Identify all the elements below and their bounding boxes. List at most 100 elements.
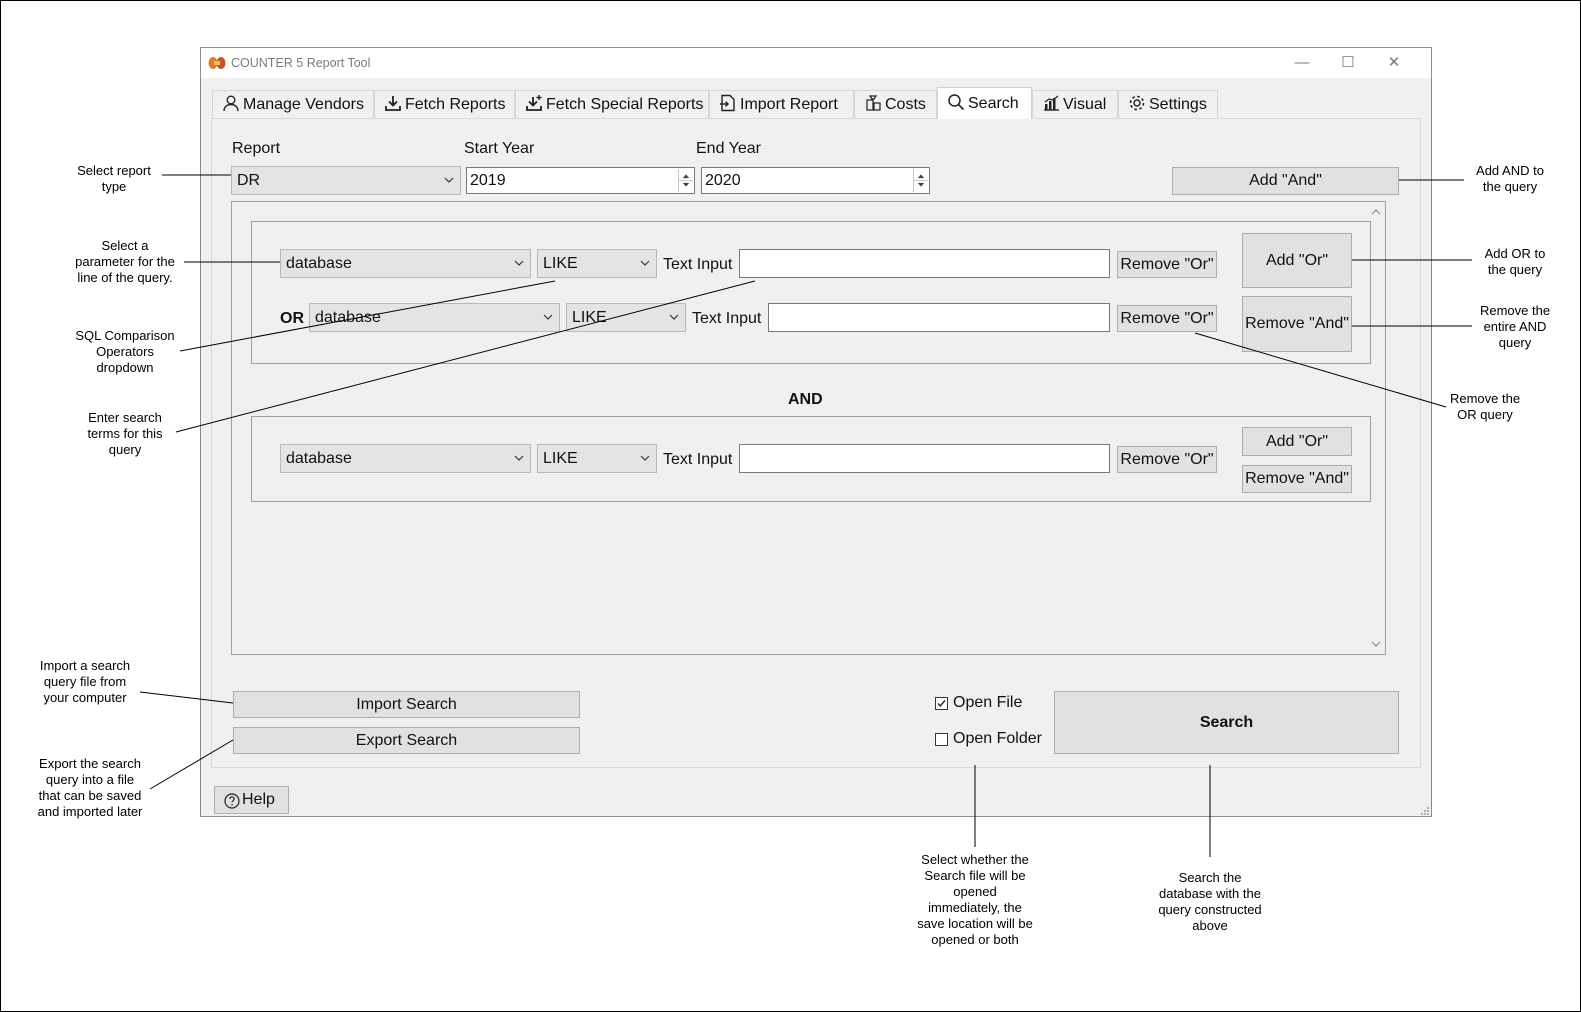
search-icon (948, 94, 965, 111)
tab-costs[interactable]: Costs (854, 90, 937, 118)
spin-arrows-icon[interactable] (913, 169, 928, 192)
annotation-remove-and: Remove the entire AND query (1479, 303, 1551, 350)
tab-label: Manage Vendors (243, 96, 364, 113)
import-search-button[interactable]: Import Search (233, 691, 580, 718)
scroll-down-icon[interactable] (1370, 639, 1382, 649)
open-file-checkbox[interactable] (935, 697, 948, 710)
operator-dropdown[interactable]: LIKE (537, 249, 657, 278)
tab-label: Costs (885, 96, 926, 113)
start-year-spinbox[interactable]: 2019 (466, 167, 695, 194)
operator-value: LIKE (572, 309, 607, 326)
parameter-dropdown[interactable]: database (309, 303, 560, 332)
operator-value: LIKE (543, 255, 578, 272)
annotation-remove-or: Remove the OR query (1449, 391, 1521, 422)
open-folder-checkbox[interactable] (935, 733, 948, 746)
download-icon (385, 96, 401, 111)
spin-arrows-icon[interactable] (678, 169, 693, 192)
tab-fetch-special-reports[interactable]: Fetch Special Reports (515, 90, 709, 118)
report-label: Report (232, 140, 281, 157)
import-file-icon (720, 94, 735, 112)
annotation-add-and: Add AND to the query (1476, 163, 1544, 194)
open-file-label[interactable]: Open File (953, 694, 1023, 711)
text-input-label: Text Input (663, 451, 733, 468)
add-and-button[interactable]: Add "And" (1172, 167, 1399, 195)
tab-import-report[interactable]: Import Report (709, 90, 854, 118)
annotation-select-parameter: Select a parameter for the line of the q… (75, 238, 175, 285)
tab-search[interactable]: Search (937, 87, 1032, 119)
remove-or-button[interactable]: Remove "Or" (1117, 446, 1217, 473)
search-button[interactable]: Search (1054, 691, 1399, 754)
help-button[interactable]: Help (214, 786, 289, 814)
tab-settings[interactable]: Settings (1118, 90, 1218, 118)
gear-icon (1129, 95, 1145, 111)
chevron-down-icon (543, 314, 553, 320)
checkmark-icon (937, 700, 946, 708)
chevron-down-icon (514, 260, 524, 266)
help-label: Help (242, 791, 275, 808)
search-term-input[interactable] (768, 303, 1110, 332)
remove-and-button[interactable]: Remove "And" (1242, 465, 1352, 493)
chevron-down-icon (669, 314, 679, 320)
parameter-dropdown[interactable]: database (280, 249, 531, 278)
annotation-import-search: Import a search query file from your com… (39, 658, 131, 705)
tab-label: Visual (1063, 96, 1107, 113)
annotation-add-or: Add OR to the query (1484, 246, 1546, 277)
add-or-button[interactable]: Add "Or" (1242, 233, 1352, 288)
scroll-up-icon[interactable] (1370, 207, 1382, 217)
annotation-select-report: Select report type (77, 163, 151, 194)
minimize-button[interactable]: — (1294, 54, 1310, 71)
end-year-label: End Year (696, 140, 761, 157)
operator-dropdown[interactable]: LIKE (537, 444, 657, 473)
download-special-icon (526, 95, 542, 111)
text-input-label: Text Input (692, 310, 762, 327)
annotation-export-search: Export the search query into a file that… (37, 756, 143, 819)
maximize-button[interactable]: ☐ (1341, 54, 1355, 71)
operator-value: LIKE (543, 450, 578, 467)
parameter-value: database (286, 255, 352, 272)
tab-fetch-reports[interactable]: Fetch Reports (374, 90, 515, 118)
or-label: OR (280, 310, 304, 327)
open-folder-label[interactable]: Open Folder (953, 730, 1042, 747)
remove-or-button[interactable]: Remove "Or" (1117, 251, 1217, 278)
chevron-down-icon (640, 455, 650, 461)
chevron-down-icon (640, 260, 650, 266)
annotation-open-options: Select whether the Search file will be o… (917, 852, 1033, 947)
start-year-label: Start Year (464, 140, 535, 157)
app-logo-icon (208, 57, 226, 69)
parameter-value: database (286, 450, 352, 467)
tab-label: Fetch Special Reports (546, 96, 704, 113)
help-icon (224, 793, 240, 809)
parameter-dropdown[interactable]: database (280, 444, 531, 473)
end-year-spinbox[interactable]: 2020 (701, 167, 930, 194)
tab-label: Import Report (740, 96, 838, 113)
report-type-dropdown[interactable]: DR (231, 166, 461, 195)
money-bag-icon (866, 95, 881, 111)
start-year-value: 2019 (470, 172, 506, 189)
annotation-enter-terms: Enter search terms for this query (87, 410, 163, 457)
tab-visual[interactable]: Visual (1032, 90, 1118, 118)
person-icon (223, 95, 239, 112)
close-button[interactable]: ✕ (1387, 54, 1401, 71)
add-or-button[interactable]: Add "Or" (1242, 427, 1352, 456)
text-input-label: Text Input (663, 256, 733, 273)
remove-and-button[interactable]: Remove "And" (1242, 296, 1352, 352)
annotation-search: Search the database with the query const… (1158, 870, 1262, 933)
chevron-down-icon (514, 455, 524, 461)
tab-label: Settings (1149, 96, 1207, 113)
search-term-input[interactable] (739, 249, 1110, 278)
chart-icon (1044, 95, 1059, 111)
tab-manage-vendors[interactable]: Manage Vendors (212, 90, 374, 118)
tab-label: Search (968, 95, 1019, 112)
search-term-input[interactable] (739, 444, 1110, 473)
tab-label: Fetch Reports (405, 96, 506, 113)
remove-or-button[interactable]: Remove "Or" (1117, 305, 1217, 332)
parameter-value: database (315, 309, 381, 326)
end-year-value: 2020 (705, 172, 741, 189)
and-separator-label: AND (788, 391, 823, 408)
annotation-sql-operators: SQL Comparison Operators dropdown (75, 328, 175, 375)
resize-grip-icon[interactable] (1420, 806, 1430, 816)
operator-dropdown[interactable]: LIKE (566, 303, 686, 332)
report-type-value: DR (237, 172, 261, 189)
export-search-button[interactable]: Export Search (233, 727, 580, 754)
window-title: COUNTER 5 Report Tool (231, 56, 371, 70)
